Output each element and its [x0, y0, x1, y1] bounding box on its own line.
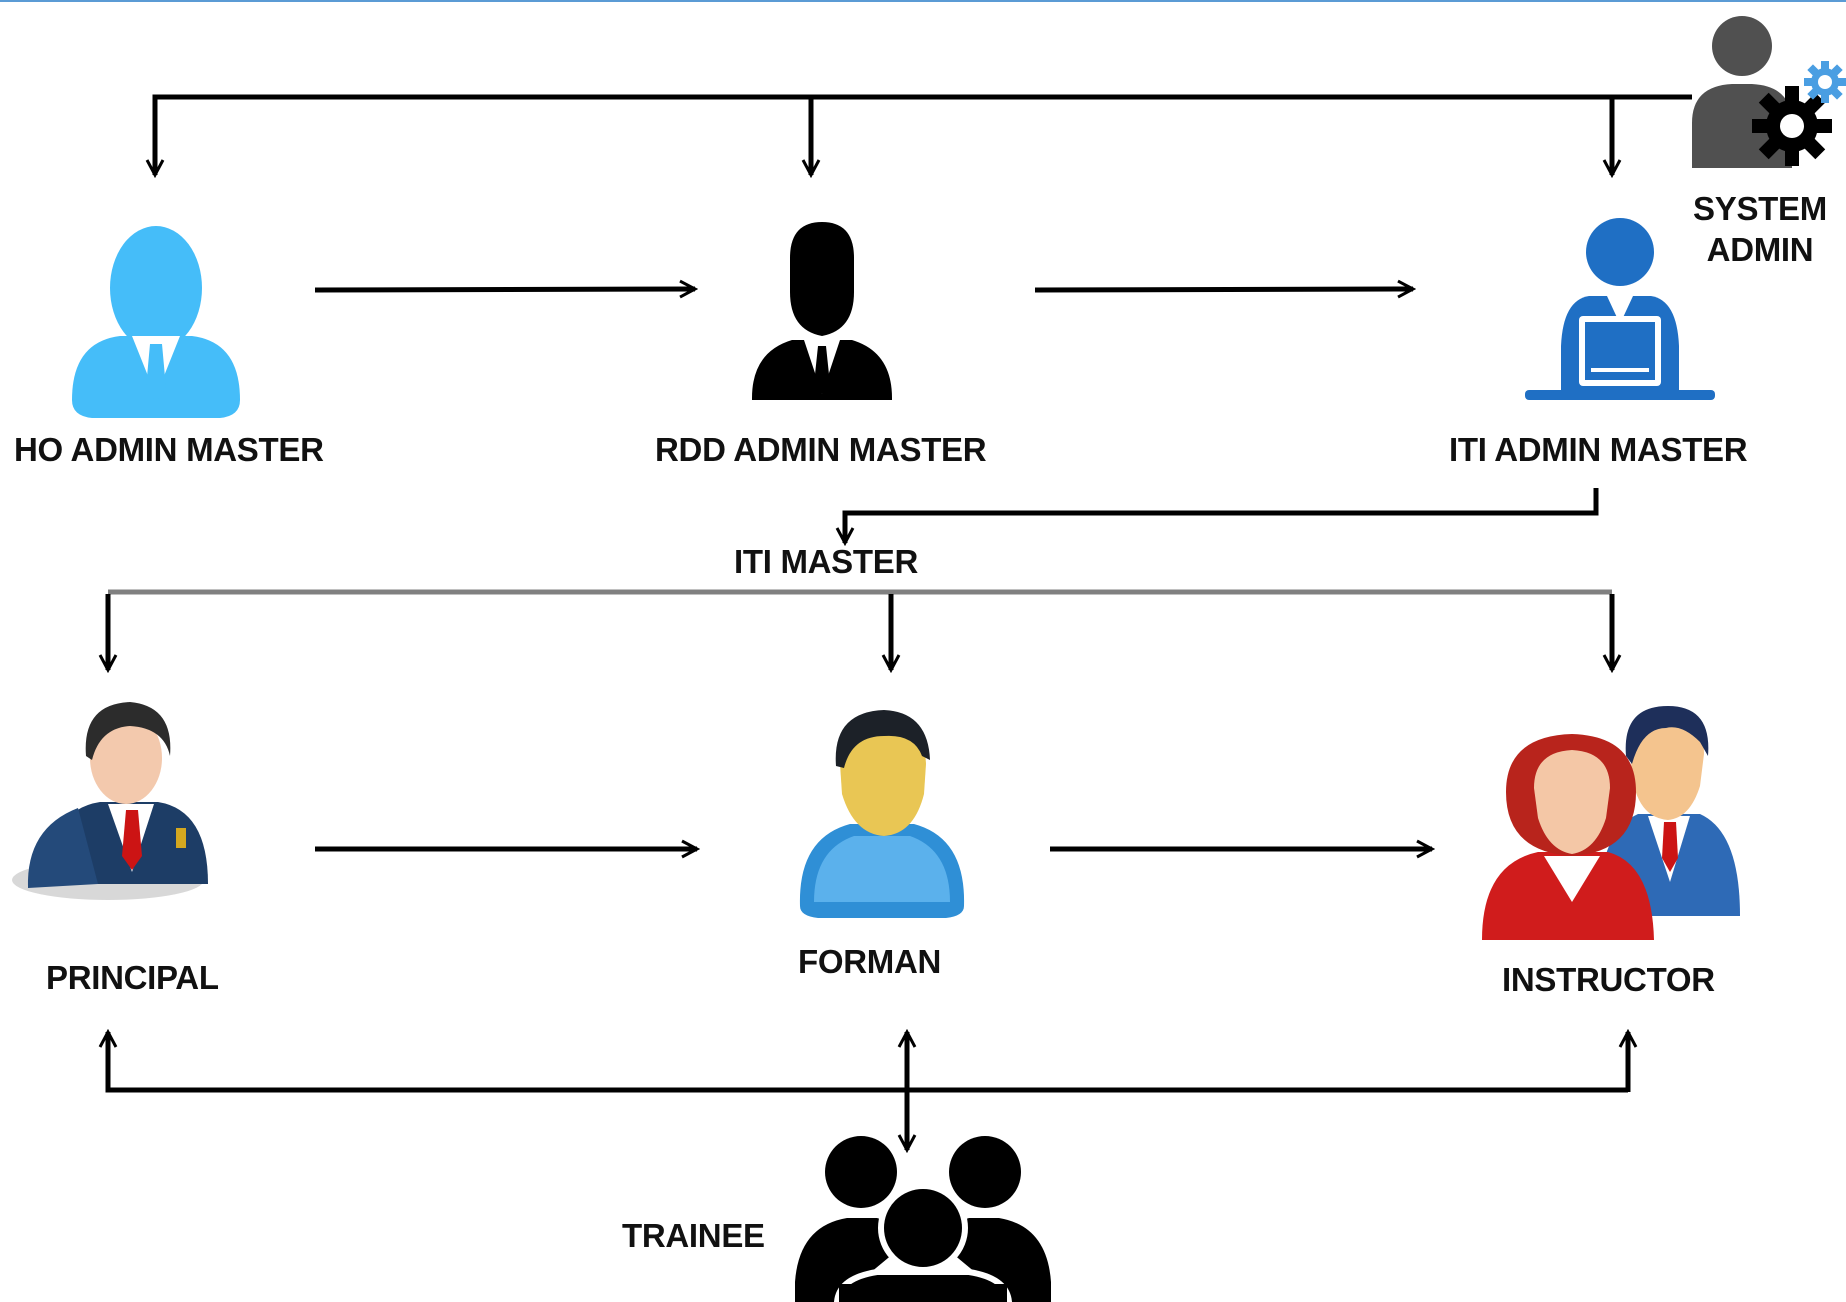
- rdd-admin-label: RDD ADMIN MASTER: [655, 431, 987, 468]
- forman-icon: [799, 710, 965, 918]
- iti-master-distribution-connector: [108, 594, 1612, 670]
- rdd-to-iti-admin-arrow: [1034, 289, 1413, 290]
- ho-to-rdd-arrow: [314, 289, 695, 290]
- top-rule: [0, 0, 1846, 2]
- trainee-connector: [108, 1032, 1628, 1150]
- iti-admin-to-iti-master-arrow: [845, 488, 1599, 543]
- iti-master-label: ITI MASTER: [734, 543, 918, 580]
- principal-label: PRINCIPAL: [46, 959, 219, 996]
- desk-user-icon: [1525, 218, 1715, 400]
- system-admin-label: SYSTEM ADMIN: [1690, 188, 1830, 271]
- admin-gear-icon: [1692, 16, 1846, 168]
- iti-admin-label: ITI ADMIN MASTER: [1449, 431, 1748, 468]
- trainee-label: TRAINEE: [622, 1217, 765, 1254]
- instructors-icon: [1482, 706, 1740, 940]
- system-admin-label-line2: ADMIN: [1706, 231, 1814, 269]
- group-icon: [795, 1136, 1051, 1302]
- principal-icon: [12, 702, 208, 900]
- businessman-icon: [752, 222, 892, 400]
- forman-label: FORMAN: [798, 943, 942, 980]
- ho-admin-label: HO ADMIN MASTER: [14, 431, 324, 468]
- system-admin-label-line1: SYSTEM: [1693, 190, 1827, 227]
- instructor-label: INSTRUCTOR: [1502, 961, 1715, 998]
- system-admin-distribution-connector: [155, 94, 1692, 175]
- user-icon: [72, 226, 240, 418]
